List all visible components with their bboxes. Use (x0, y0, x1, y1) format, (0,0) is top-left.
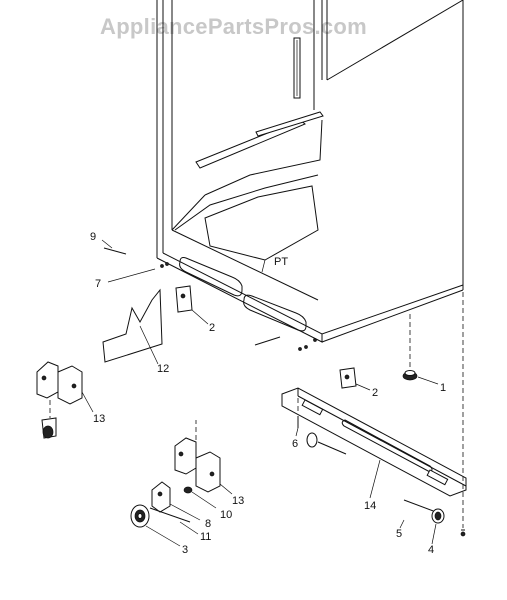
part-nut-10 (183, 486, 217, 509)
callout-5: 5 (396, 528, 402, 540)
part-roller (306, 432, 347, 455)
callout-10: 10 (220, 509, 232, 521)
callout-14: 14 (364, 500, 376, 512)
part-screw-9 (101, 239, 127, 255)
part-caster-bracket-13-right (174, 420, 233, 495)
callout-8: 8 (205, 518, 211, 530)
callout-7: 7 (95, 278, 101, 290)
part-panel-12 (102, 288, 163, 365)
part-pin-5 (399, 499, 437, 529)
part-axle-11 (149, 507, 199, 535)
callout-4: 4 (428, 544, 434, 556)
part-bracket-2-right (339, 367, 371, 391)
part-caster-bracket-13-left (36, 361, 94, 439)
part-screw-center (254, 336, 281, 346)
callout-9: 9 (90, 231, 96, 243)
callout-1: 1 (440, 382, 446, 394)
callout-13-left: 13 (93, 413, 105, 425)
callout-2-left: 2 (209, 322, 215, 334)
callout-12: 12 (157, 363, 169, 375)
screw-end-dot (460, 531, 466, 537)
part-bracket-2-left (175, 285, 209, 325)
part-rail-14 (281, 387, 467, 499)
refrigerator-cabinet: PT (156, 0, 464, 351)
part-screw-6 (295, 398, 299, 437)
part-plate-8 (151, 481, 201, 521)
part-leveling-foot-4 (431, 508, 445, 545)
callout-13-right: 13 (232, 495, 244, 507)
part-wheel-3 (130, 504, 181, 547)
callout-3: 3 (182, 544, 188, 556)
callout-2-right: 2 (372, 387, 378, 399)
part-grommet-1 (402, 314, 439, 385)
svg-text:PT: PT (274, 256, 288, 268)
callout-11: 11 (200, 531, 211, 543)
callout-6: 6 (292, 438, 298, 450)
